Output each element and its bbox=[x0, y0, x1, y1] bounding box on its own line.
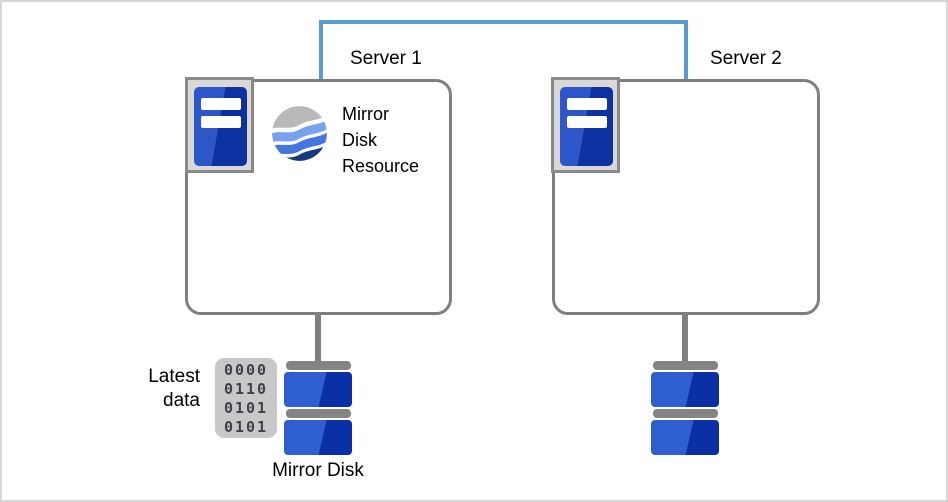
interconnect-line-right bbox=[684, 20, 688, 79]
tower-slot-bar bbox=[201, 116, 241, 128]
binary-row: 0101 bbox=[223, 399, 269, 417]
binary-data-icon: 0000 0110 0101 0101 bbox=[215, 358, 277, 438]
binary-row: 0110 bbox=[223, 380, 269, 398]
binary-row: 0101 bbox=[223, 418, 269, 436]
interconnect-line-horizontal bbox=[319, 20, 688, 24]
disk-body bbox=[284, 420, 352, 455]
disk-cap bbox=[285, 361, 351, 370]
mirror-disk-label: Mirror Disk bbox=[272, 460, 364, 481]
server-tower-body bbox=[560, 87, 613, 166]
disk-cap bbox=[652, 361, 718, 370]
binary-row: 0000 bbox=[223, 361, 269, 379]
mirror-disk-resource-icon bbox=[272, 106, 327, 161]
server2-mirror-disk-icon bbox=[651, 361, 719, 457]
tower-slot-bar bbox=[201, 98, 241, 110]
server1-disk-connector bbox=[315, 313, 321, 361]
tower-slot-bar bbox=[567, 116, 607, 128]
server1-mirror-disk-icon bbox=[284, 361, 352, 457]
server-tower-body bbox=[194, 87, 247, 166]
disk-body bbox=[651, 372, 719, 407]
server1-label: Server 1 bbox=[350, 48, 422, 69]
disk-body bbox=[284, 372, 352, 407]
disk-cap bbox=[285, 409, 351, 418]
disk-body bbox=[651, 420, 719, 455]
server2-tower-icon bbox=[551, 77, 620, 173]
disk-cap bbox=[652, 409, 718, 418]
server2-disk-connector bbox=[682, 313, 688, 361]
server2-label: Server 2 bbox=[710, 48, 782, 69]
interconnect-line-left bbox=[319, 20, 323, 79]
server1-tower-icon bbox=[185, 77, 254, 173]
tower-slot-bar bbox=[567, 98, 607, 110]
mirror-disk-resource-label: Mirror Disk Resource bbox=[342, 104, 420, 176]
latest-data-label: Latest data bbox=[148, 366, 200, 411]
